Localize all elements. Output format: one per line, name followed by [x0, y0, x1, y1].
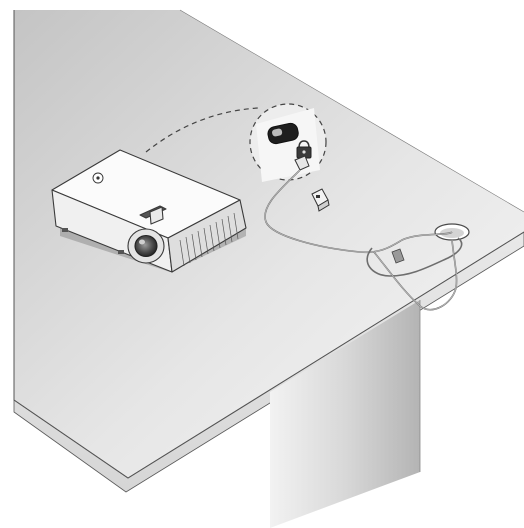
- security-slot-icon: [267, 122, 299, 145]
- security-cable-hanging-highlight: [373, 239, 457, 310]
- projector-foot: [62, 228, 68, 232]
- security-slot-highlight: [272, 128, 283, 137]
- lens-highlight: [139, 239, 145, 245]
- projector-foot: [118, 250, 124, 254]
- control-button-center-icon: [96, 176, 100, 180]
- security-slot-callout: [249, 103, 327, 182]
- security-cable-loop: [366, 237, 463, 277]
- table-top: [14, 10, 524, 478]
- table-outline: [13, 10, 524, 479]
- projector: [51, 149, 247, 273]
- security-cable-highlight: [264, 169, 453, 253]
- cable-sleeve: [391, 248, 405, 264]
- cable-lock-key-icon: [311, 188, 330, 212]
- lens-icon: [134, 234, 158, 258]
- focus-slider: [149, 206, 164, 225]
- cable-plug: [294, 155, 310, 171]
- projector-right-face: [167, 199, 247, 273]
- callout-connector: [145, 107, 259, 153]
- projector-vents: [179, 212, 239, 267]
- table-back-edge: [179, 9, 524, 213]
- table-hole-inner: [440, 228, 464, 238]
- table-leg: [270, 300, 420, 528]
